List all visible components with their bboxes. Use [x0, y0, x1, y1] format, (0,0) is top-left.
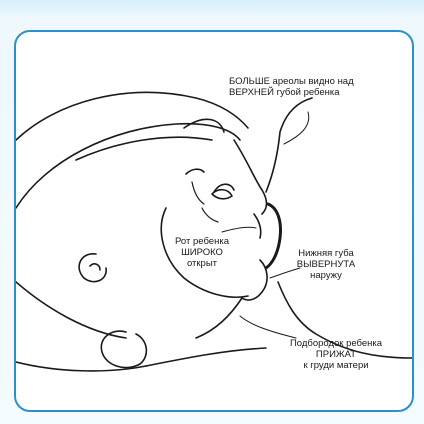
upper-lip — [254, 214, 261, 238]
label-mouth-line1: Рот ребенка — [168, 236, 236, 247]
label-mouth-line3: открыт — [168, 258, 236, 269]
label-lower-lip-line2: ВЫВЕРНУТА — [288, 259, 364, 270]
label-chin-line1: Подбородок ребенка — [270, 338, 402, 349]
illustration-card: БОЛЬШЕ ареолы видно над ВЕРХНЕЙ губой ре… — [14, 30, 414, 412]
leader-areola — [284, 112, 309, 144]
label-lower-lip: Нижняя губа ВЫВЕРНУТА наружу — [288, 248, 364, 281]
label-mouth-open: Рот ребенка ШИРОКО открыт — [168, 236, 236, 269]
lower-lip — [242, 260, 267, 300]
mother-arm-outline — [16, 92, 248, 140]
label-chin-line3: к груди матери — [270, 360, 402, 371]
label-chin-pressed: Подбородок ребенка ПРИЖАТ к груди матери — [270, 338, 402, 371]
label-areola-line1: БОЛЬШЕ ареолы видно над — [229, 76, 354, 87]
baby-chin — [196, 298, 242, 338]
hat-line — [76, 137, 212, 160]
label-mouth-line2: ШИРОКО — [168, 247, 236, 258]
leader-chin — [240, 316, 296, 338]
label-areola-visible: БОЛЬШЕ ареолы видно над ВЕРХНЕЙ губой ре… — [229, 76, 354, 98]
hat-brim — [184, 119, 224, 132]
areola-shading — [266, 204, 281, 268]
label-chin-line2: ПРИЖАТ — [270, 349, 402, 360]
breast-outline — [266, 98, 312, 192]
baby-face-profile — [234, 140, 267, 214]
baby-ear — [79, 254, 106, 282]
baby-hand — [101, 331, 146, 367]
label-lower-lip-line3: наружу — [288, 270, 364, 281]
label-areola-line2: ВЕРХНЕЙ губой ребенка — [229, 87, 354, 98]
label-lower-lip-line1: Нижняя губа — [288, 248, 364, 259]
baby-head-outline — [16, 124, 240, 208]
leader-mouth — [222, 227, 256, 232]
